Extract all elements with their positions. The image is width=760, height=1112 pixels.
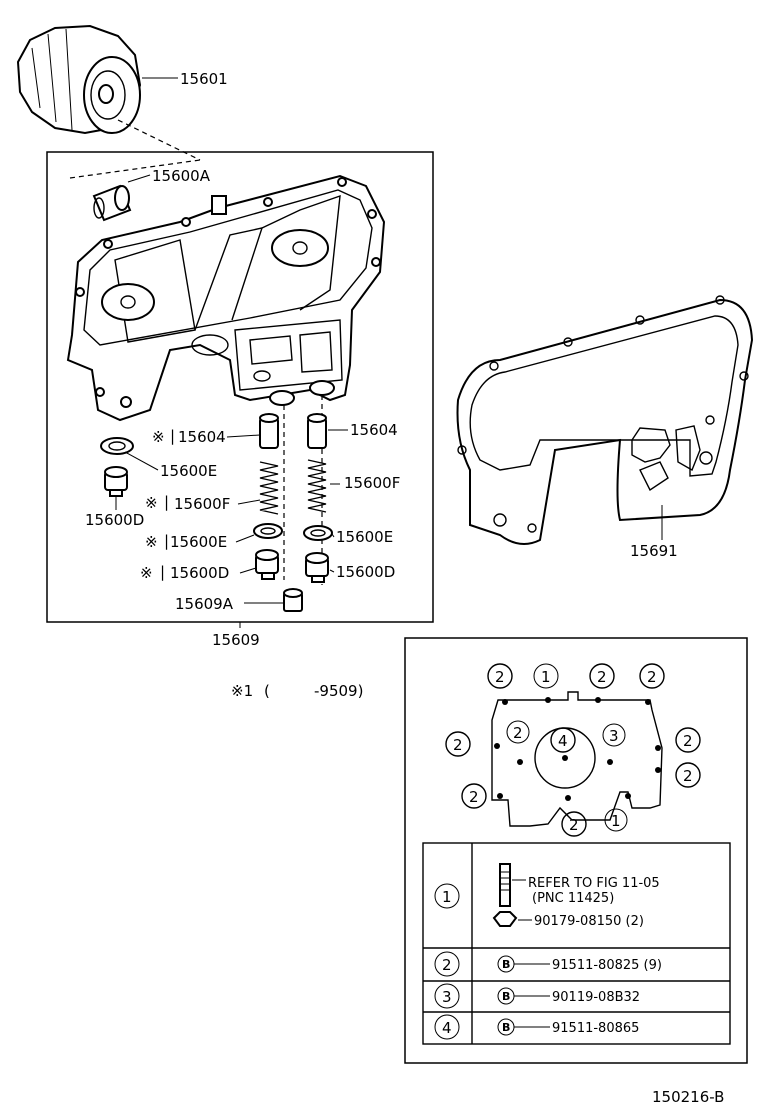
nut-icon bbox=[492, 911, 518, 927]
legend-part-90119-08B32: 90119-08B32 bbox=[552, 990, 640, 1005]
legend-row-1: 1 REFER TO FIG 11-05 (PNC 11425) 90179-0… bbox=[434, 863, 660, 929]
ref-mark-15600D: ※ bbox=[140, 564, 153, 582]
plug-15609A[interactable] bbox=[283, 588, 303, 612]
oil-pump-body[interactable] bbox=[66, 174, 386, 422]
svg-text:2: 2 bbox=[647, 668, 657, 686]
legend-pnc-line: (PNC 11425) bbox=[532, 891, 614, 906]
legend-key-2: 2 bbox=[442, 956, 452, 974]
label-15604-left: 15604 bbox=[178, 428, 226, 446]
svg-text:4: 4 bbox=[558, 732, 568, 750]
legend-key-1: 1 bbox=[442, 888, 452, 906]
svg-text:2: 2 bbox=[453, 736, 463, 754]
footnote-value: -9509) bbox=[314, 682, 363, 700]
bolt-circle-1: 2 bbox=[487, 663, 513, 689]
bolt-legend-table bbox=[422, 842, 731, 1045]
bolt-circle-10: 2 bbox=[675, 762, 701, 788]
label-15600D-outer: 15600D bbox=[85, 511, 144, 529]
label-15600E-left: 15600E bbox=[170, 533, 227, 551]
bolt-circle-8: 3 bbox=[602, 723, 626, 747]
badge-b-icon: B bbox=[502, 1021, 510, 1034]
bolt-layout-box bbox=[404, 637, 748, 1064]
label-15609A: 15609A bbox=[175, 595, 234, 613]
bolt-circle-9: 2 bbox=[675, 727, 701, 753]
gasket-15691[interactable] bbox=[456, 295, 754, 545]
bolt-circle-13: 1 bbox=[604, 808, 628, 832]
svg-text:2: 2 bbox=[495, 668, 505, 686]
bolt-circle-7: 4 bbox=[550, 727, 576, 753]
plug-15600D-right[interactable] bbox=[305, 552, 329, 583]
svg-text:1: 1 bbox=[611, 812, 621, 830]
label-15600F-left: 15600F bbox=[174, 495, 230, 513]
legend-part-91511-80825: 91511-80825 (9) bbox=[552, 958, 662, 973]
svg-text:|: | bbox=[164, 493, 169, 511]
legend-row-3: 3 B 90119-08B32 bbox=[434, 983, 640, 1009]
bolt-circle-3: 2 bbox=[589, 663, 615, 689]
ref-mark-15600F: ※ bbox=[145, 494, 158, 512]
bolt-circle-2: 1 bbox=[533, 663, 559, 689]
label-15600F-right: 15600F bbox=[344, 474, 400, 492]
svg-text:2: 2 bbox=[569, 816, 579, 834]
legend-part-91511-80865: 91511-80865 bbox=[552, 1021, 639, 1036]
gasket-15600E-right[interactable] bbox=[303, 525, 333, 541]
label-15600D-right: 15600D bbox=[336, 563, 395, 581]
svg-text:2: 2 bbox=[469, 788, 479, 806]
bolt-circle-6: 2 bbox=[506, 720, 530, 744]
svg-text:3: 3 bbox=[609, 727, 619, 745]
spring-15600F-left[interactable] bbox=[259, 461, 279, 515]
spring-15600F-right[interactable] bbox=[307, 459, 327, 513]
badge-b-icon: B bbox=[502, 958, 510, 971]
union-15600A[interactable] bbox=[92, 184, 132, 222]
bolt-circle-5: 2 bbox=[445, 731, 471, 757]
plug-15600D-left[interactable] bbox=[255, 549, 279, 580]
svg-text:2: 2 bbox=[597, 668, 607, 686]
svg-text:2: 2 bbox=[683, 767, 693, 785]
label-15600E-right: 15600E bbox=[336, 528, 393, 546]
svg-text:(: ( bbox=[264, 682, 270, 700]
footnote-marker: ※1 bbox=[231, 682, 253, 700]
svg-text:1: 1 bbox=[541, 668, 551, 686]
legend-row-2: 2 B 91511-80825 (9) bbox=[434, 951, 662, 977]
label-15609: 15609 bbox=[212, 631, 260, 649]
legend-part-90179: 90179-08150 (2) bbox=[534, 914, 644, 929]
oil-filter-15601[interactable] bbox=[16, 24, 142, 135]
svg-text:|: | bbox=[160, 563, 165, 581]
plug-15600D-outer[interactable] bbox=[104, 466, 128, 497]
ref-mark-15604: ※ bbox=[152, 428, 165, 446]
bolt-circle-12: 2 bbox=[561, 811, 587, 837]
label-15691: 15691 bbox=[630, 542, 678, 560]
relief-valve-15604-left[interactable] bbox=[259, 413, 279, 449]
svg-text:|: | bbox=[170, 427, 175, 445]
legend-key-3: 3 bbox=[442, 988, 452, 1006]
stud-bolt-icon bbox=[499, 863, 511, 907]
label-15600A: 15600A bbox=[152, 167, 211, 185]
bolt-circle-11: 2 bbox=[461, 783, 487, 809]
legend-key-4: 4 bbox=[442, 1019, 452, 1037]
ref-mark-15600E: ※ bbox=[145, 533, 158, 551]
figure-id: 150216-B bbox=[652, 1088, 724, 1106]
label-15601: 15601 bbox=[180, 70, 228, 88]
label-15600E-outer: 15600E bbox=[160, 462, 217, 480]
bolt-circle-4: 2 bbox=[639, 663, 665, 689]
legend-refer-line: REFER TO FIG 11-05 bbox=[528, 876, 660, 891]
label-15604-right: 15604 bbox=[350, 421, 398, 439]
relief-valve-15604-right[interactable] bbox=[307, 413, 327, 449]
svg-text:2: 2 bbox=[513, 724, 523, 742]
gasket-15600E-left[interactable] bbox=[253, 523, 283, 539]
gasket-15600E-outer[interactable] bbox=[100, 437, 134, 455]
svg-text:2: 2 bbox=[683, 732, 693, 750]
legend-row-4: 4 B 91511-80865 bbox=[434, 1014, 639, 1040]
label-15600D-left: 15600D bbox=[170, 564, 229, 582]
svg-text:|: | bbox=[164, 532, 169, 550]
bolt-plan-outline bbox=[491, 691, 663, 827]
badge-b-icon: B bbox=[502, 990, 510, 1003]
